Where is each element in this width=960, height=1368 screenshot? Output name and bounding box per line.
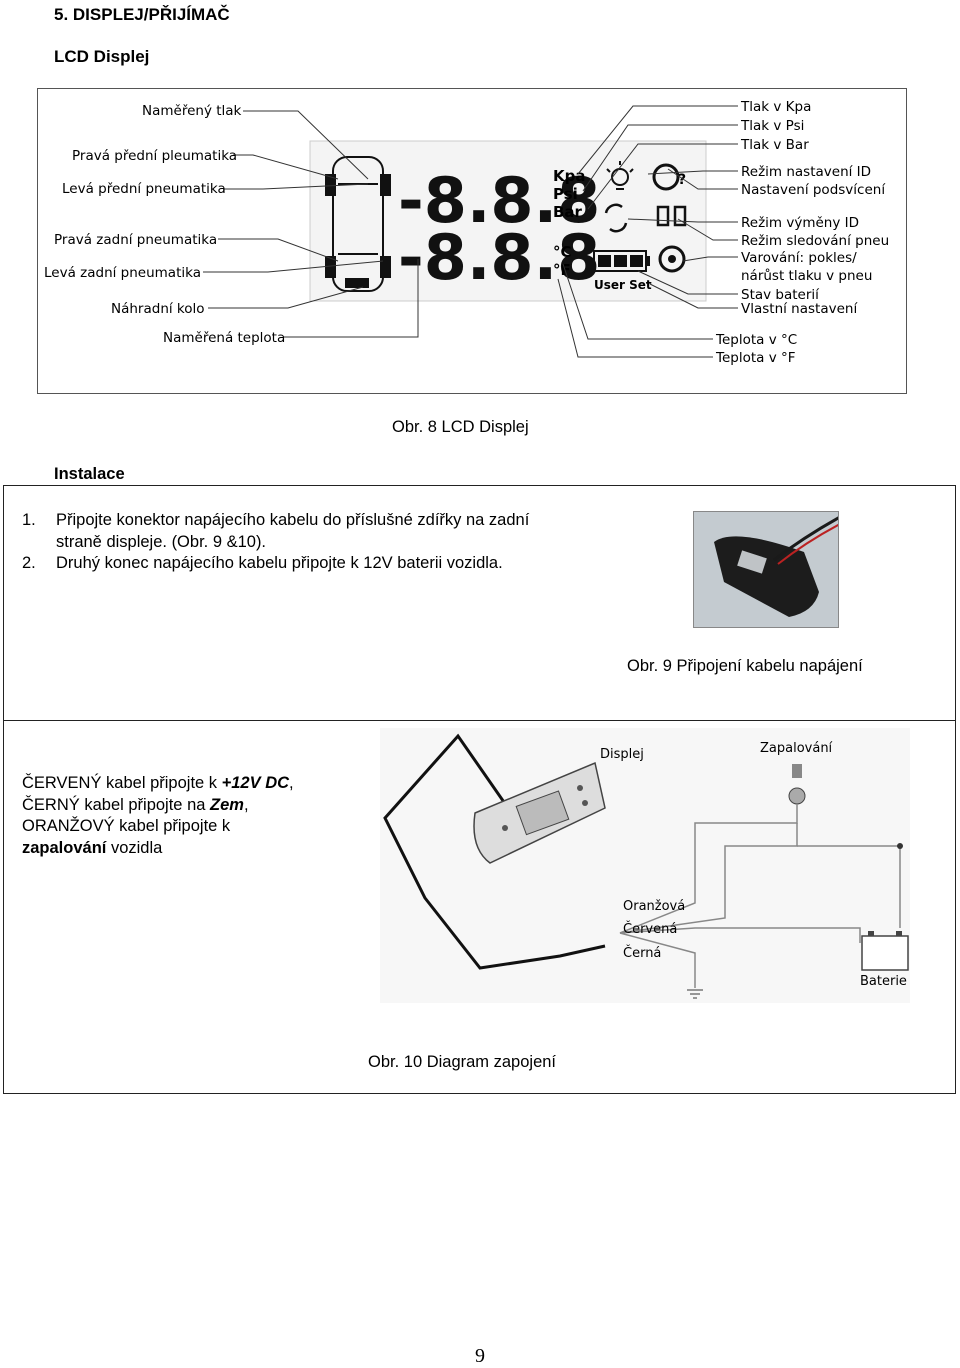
backlight-bulb-icon <box>606 161 634 190</box>
wiring-emphasis: Zem <box>210 795 244 814</box>
wiring-diagram: Displej Zapalování Oranžová Červená Čern… <box>380 728 910 1003</box>
label-fahrenheit: Teplota v °F <box>715 350 796 366</box>
unit-celsius: °C <box>553 243 572 261</box>
right-labels: Tlak v Kpa Tlak v Psi Tlak v Bar Režim n… <box>715 99 889 366</box>
label-display: Displej <box>600 747 644 762</box>
label-celsius: Teplota v °C <box>715 332 797 348</box>
installation-heading: Instalace <box>54 465 125 483</box>
car-battery-icon <box>861 931 909 971</box>
unit-bar: Bar <box>553 203 583 221</box>
label-battery: Baterie <box>860 974 907 989</box>
unit-kpa: Kpa <box>553 167 585 185</box>
label-measured-temp: Naměřená teplota <box>163 330 285 346</box>
section-heading: 5. DISPLEJ/PŘIJÍMAČ <box>54 5 230 24</box>
figure9-caption: Obr. 9 Připojení kabelu napájení <box>627 657 863 675</box>
connector-photo-art <box>694 512 838 627</box>
label-id-exchange: Režim výměny ID <box>741 215 859 231</box>
tire-monitor-icon <box>656 205 687 227</box>
step-item: 1. Připojte konektor napájecího kabelu do… <box>22 510 576 553</box>
label-left-rear: Levá zadní pneumatika <box>44 265 201 281</box>
temperature-digits: -8.8.8 <box>398 221 600 294</box>
lcd-panel <box>309 140 707 302</box>
left-labels: Naměřený tlak Pravá přední pleumatika Le… <box>44 103 285 346</box>
label-right-front: Pravá přední pleumatika <box>72 148 237 164</box>
label-kpa: Tlak v Kpa <box>740 99 811 115</box>
lcd-figure: -8.8.8 -8.8.8 Kpa Psi Bar °C °F ? <box>37 88 907 394</box>
label-spare: Náhradní kolo <box>111 301 205 317</box>
label-monitor: Režim sledování pneu <box>741 233 889 249</box>
connector-photo <box>693 511 839 628</box>
step-item: 2. Druhý konec napájecího kabelu připojte… <box>22 553 576 575</box>
step-text: Připojte konektor napájecího kabelu do p… <box>56 511 530 551</box>
label-ignition: Zapalování <box>760 741 833 756</box>
wiring-text: vozidla <box>106 838 163 857</box>
installation-steps: 1. Připojte konektor napájecího kabelu do… <box>22 510 576 575</box>
display-unit <box>473 761 606 864</box>
tire-question-icon: ? <box>652 163 686 191</box>
wiring-box <box>3 720 956 1094</box>
lcd-subheading: LCD Displej <box>54 47 150 66</box>
wiring-text: , <box>243 795 249 814</box>
label-red: Červená <box>623 921 677 937</box>
wiring-emphasis: zapalování <box>22 838 107 857</box>
page-number: 9 <box>475 1345 485 1367</box>
label-orange: Oranžová <box>623 899 685 914</box>
label-user-set: Vlastní nastavení <box>741 301 858 317</box>
label-backlight: Nastavení podsvícení <box>741 182 886 198</box>
step-number: 2. <box>22 554 36 572</box>
step-text: Druhý konec napájecího kabelu připojte k… <box>56 554 503 572</box>
id-exchange-icon <box>604 203 628 233</box>
user-set-label: User Set <box>594 278 652 292</box>
pressure-digits: -8.8.8 <box>398 164 600 237</box>
right-leader-lines <box>557 105 738 358</box>
wiring-emphasis: +12V DC <box>221 774 290 792</box>
car-icon <box>325 156 391 292</box>
label-measured-pressure: Naměřený tlak <box>142 103 242 119</box>
lcd-diagram: -8.8.8 -8.8.8 Kpa Psi Bar °C °F ? <box>44 99 889 366</box>
label-psi: Tlak v Psi <box>740 118 804 134</box>
label-id-set: Režim nastavení ID <box>741 164 871 180</box>
wiring-text: ČERVENÝ kabel připojte k <box>22 774 222 792</box>
unit-fahrenheit: °F <box>553 261 571 279</box>
display-cable <box>383 733 606 970</box>
wiring-text: , <box>289 774 294 792</box>
figure8-caption: Obr. 8 LCD Displej <box>392 418 529 436</box>
figure10-caption: Obr. 10 Diagram zapojení <box>368 1053 557 1071</box>
tire-warning-icon <box>658 245 686 273</box>
wiring-line-red: ČERVENÝ kabel připojte k +12V DC, <box>22 773 294 795</box>
battery-icon <box>593 250 650 272</box>
label-right-rear: Pravá zadní pneumatika <box>54 232 217 248</box>
label-warning-2: nárůst tlaku v pneu <box>741 268 872 284</box>
step-number: 1. <box>22 511 36 529</box>
label-left-front: Levá přední pneumatika <box>62 181 226 197</box>
wiring-text: ČERNÝ kabel připojte na <box>22 795 211 814</box>
left-leader-lines <box>203 110 419 338</box>
label-black: Černá <box>623 945 661 961</box>
wiring-line-orange: ORANŽOVÝ kabel připojte k <box>22 817 231 835</box>
svg-text:?: ? <box>678 172 686 188</box>
unit-psi: Psi <box>553 185 578 203</box>
wire-junction <box>897 843 903 849</box>
wiring-line-black: ČERNÝ kabel připojte na Zem, <box>22 795 294 817</box>
ignition-key-icon <box>788 764 806 805</box>
label-battery: Stav baterií <box>741 287 820 303</box>
label-warning-1: Varování: pokles/ <box>741 250 857 266</box>
wiring-line-ignition: zapalování vozidla <box>22 838 294 860</box>
wiring-instructions: ČERVENÝ kabel připojte k +12V DC, ČERNÝ … <box>22 773 294 859</box>
label-bar: Tlak v Bar <box>740 137 809 153</box>
ground-symbol-icon <box>687 989 703 999</box>
